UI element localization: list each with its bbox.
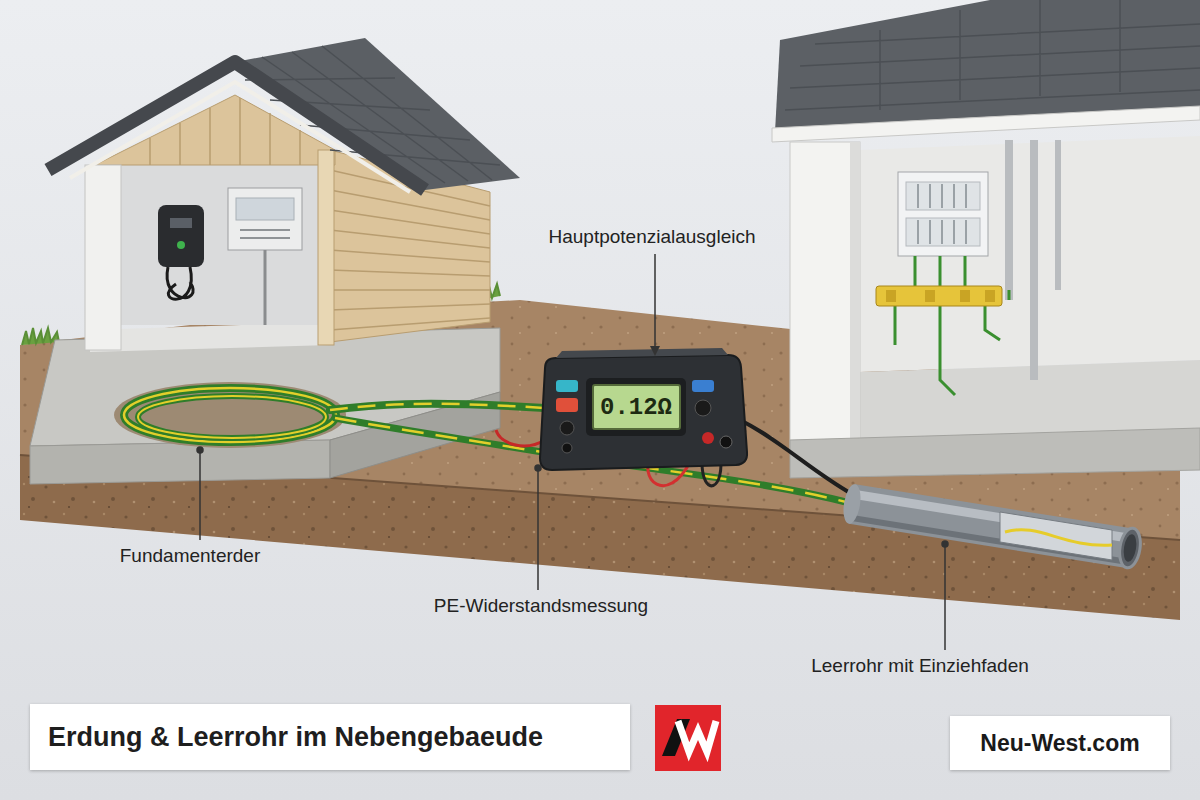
wallbox-screen xyxy=(170,218,192,228)
pillar-shade xyxy=(850,142,860,452)
foundation-earth-ring-stripe xyxy=(124,388,336,442)
meter-display: 0.12Ω xyxy=(592,384,681,430)
ring-trench xyxy=(114,382,346,448)
conduit xyxy=(1030,140,1038,380)
leader-dot xyxy=(197,447,203,453)
leader-dot xyxy=(535,465,541,471)
roof-trim xyxy=(70,82,410,192)
roof-plane xyxy=(235,38,520,190)
wood-planks xyxy=(330,170,490,330)
distribution-board xyxy=(898,172,988,256)
title-text: Erdung & Leerrohr im Nebengebaeude xyxy=(48,722,543,753)
tester-knob xyxy=(695,400,711,416)
wallbox xyxy=(158,205,204,267)
conduit xyxy=(1005,140,1013,300)
earth-tester xyxy=(540,348,747,470)
brand-box: Neu-West.com xyxy=(950,716,1170,770)
title-box: Erdung & Leerrohr im Nebengebaeude xyxy=(30,704,630,770)
charging-cable xyxy=(167,267,193,299)
wall-post xyxy=(318,150,334,345)
display-bezel xyxy=(586,378,686,436)
earth-cable xyxy=(330,404,545,410)
tester-top xyxy=(556,348,728,358)
leader-arrow xyxy=(650,346,660,356)
house-shingles xyxy=(785,0,1200,110)
pipe-cutaway xyxy=(1000,512,1112,560)
tester-jack xyxy=(702,432,714,444)
pipe-start xyxy=(841,483,863,525)
conduit-pipe xyxy=(841,483,1143,569)
pull-string xyxy=(1005,530,1112,546)
meter-breakers xyxy=(240,230,290,238)
carport xyxy=(48,38,520,352)
leader-line xyxy=(944,546,946,650)
callout-label: Fundamenterder xyxy=(120,545,260,567)
leader-line xyxy=(199,452,201,540)
tester-knob xyxy=(560,421,574,435)
logo-mark xyxy=(678,721,716,752)
pipe-end xyxy=(1117,527,1143,570)
foundation-front xyxy=(30,440,330,484)
meter-feed xyxy=(264,250,267,325)
tester-knob xyxy=(562,443,572,453)
tester-button xyxy=(556,398,578,412)
leader-dot xyxy=(942,541,948,547)
bonding-wires xyxy=(895,256,1009,395)
house-pillar xyxy=(790,142,860,452)
meter-window xyxy=(236,198,294,220)
leader-line xyxy=(654,254,656,348)
node-text: Neu-West.com xyxy=(980,730,1139,757)
logo-square xyxy=(655,705,721,771)
wallbox-led xyxy=(177,241,185,249)
tester-button xyxy=(556,380,578,392)
tester-body xyxy=(540,355,747,470)
test-lead-red xyxy=(496,430,545,446)
tester-button xyxy=(692,380,714,392)
house-fascia xyxy=(772,106,1200,142)
carport-floor xyxy=(90,322,330,352)
meter-cabinet xyxy=(228,188,302,250)
breakers xyxy=(918,184,966,244)
foundation-earth-ring-inner-stripe xyxy=(138,396,326,438)
equipotential-bar xyxy=(876,286,1002,306)
leader-line xyxy=(537,470,539,590)
test-lead-black xyxy=(740,420,852,494)
pipe-opening xyxy=(1122,533,1138,563)
leader-lines xyxy=(197,254,948,650)
right-house xyxy=(772,0,1200,478)
node-text: 0.12Ω xyxy=(600,394,672,421)
carport-back-wall xyxy=(120,165,330,325)
callout-label: Leerrohr mit Einziehfaden xyxy=(811,655,1029,677)
callout-label: Hauptpotenzialausgleich xyxy=(548,226,755,248)
foundation-earth-ring-inner xyxy=(138,396,326,438)
callout-label: PE-Widerstandsmessung xyxy=(434,595,648,617)
house-foundation xyxy=(790,428,1200,478)
logo xyxy=(655,705,721,771)
earth-cable-stripe xyxy=(330,404,545,410)
bar-terminals xyxy=(886,290,995,302)
foundation-earth-ring xyxy=(124,388,336,442)
conduit xyxy=(1055,140,1061,290)
tester-jack xyxy=(720,436,732,448)
left-pillar xyxy=(85,165,121,350)
